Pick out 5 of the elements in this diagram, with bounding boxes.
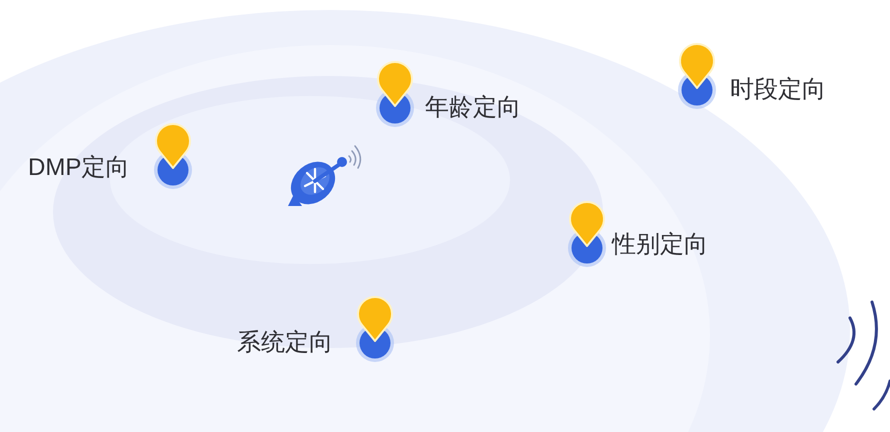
pin-label: DMP定向 [28, 154, 130, 182]
pin-label: 性别定向 [612, 231, 708, 259]
pin-label: 年龄定向 [425, 94, 521, 122]
pin-label: 系统定向 [237, 329, 333, 357]
pin-label: 时段定向 [730, 76, 826, 104]
